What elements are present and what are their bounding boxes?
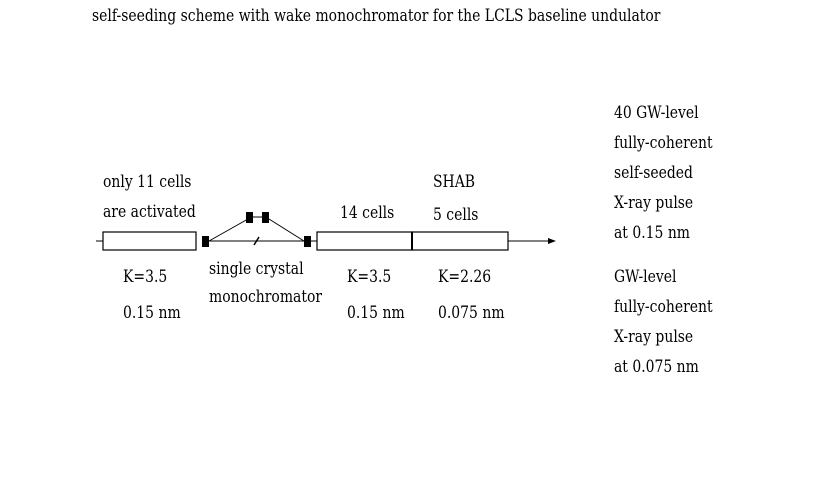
- shab-wavelength: 0.075 nm: [438, 303, 505, 323]
- output-arrow-icon: [548, 238, 556, 244]
- chicane-line-up: [208, 218, 249, 242]
- monochromator-label-line2: monochromator: [209, 287, 323, 307]
- shab-k: K=2.26: [438, 267, 492, 287]
- output2-line4: at 0.075 nm: [614, 357, 699, 377]
- section1-wavelength: 0.15 nm: [123, 303, 181, 323]
- chicane-magnet-2: [246, 212, 253, 223]
- shab-label: SHAB: [433, 172, 476, 192]
- output2-line1: GW-level: [614, 267, 677, 287]
- output1-line4: X-ray pulse: [614, 193, 694, 213]
- monochromator-label-line1: single crystal: [209, 259, 304, 279]
- chicane-line-down: [268, 218, 305, 242]
- section1-note-line2: are activated: [103, 202, 196, 222]
- shab-cells: 5 cells: [433, 205, 479, 225]
- output1-line2: fully-coherent: [614, 133, 713, 153]
- output1-line1: 40 GW-level: [614, 103, 699, 123]
- output1-line5: at 0.15 nm: [614, 223, 691, 243]
- crystal-icon: [253, 236, 260, 246]
- chicane-magnet-4: [304, 236, 311, 247]
- shab-section: [411, 231, 509, 251]
- output1-line3: self-seeded: [614, 163, 693, 183]
- section2-k: K=3.5: [347, 267, 392, 287]
- section1-k: K=3.5: [123, 267, 168, 287]
- chicane-magnet-3: [262, 212, 269, 223]
- diagram-title: self-seeding scheme with wake monochroma…: [92, 6, 661, 26]
- output2-line2: fully-coherent: [614, 297, 713, 317]
- undulator-section-1: [102, 231, 197, 251]
- section2-wavelength: 0.15 nm: [347, 303, 405, 323]
- chicane-magnet-1: [202, 236, 209, 247]
- section2-cells: 14 cells: [340, 203, 395, 223]
- section1-note-line1: only 11 cells: [103, 172, 192, 192]
- output2-line3: X-ray pulse: [614, 327, 694, 347]
- undulator-section-2: [316, 231, 413, 251]
